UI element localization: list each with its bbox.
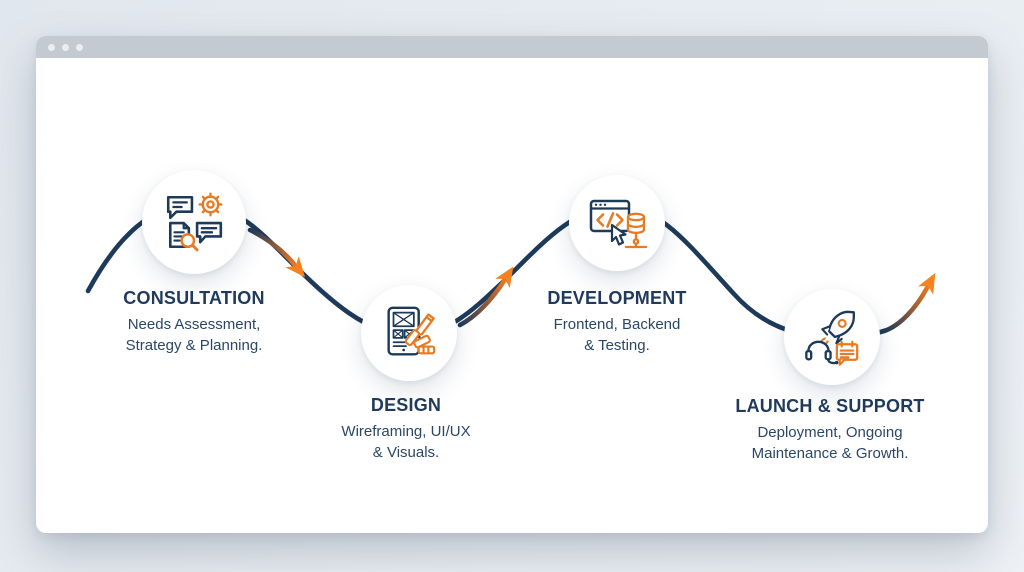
window-dot-icon [76, 43, 83, 51]
stage-title: LAUNCH & SUPPORT [735, 396, 925, 416]
window-dot-icon [48, 43, 55, 51]
stage-development-text: DEVELOPMENT Frontend, Backend & Testing. [507, 288, 727, 357]
stage-launch-support-text: LAUNCH & SUPPORT Deployment, Ongoing Mai… [719, 396, 941, 465]
browser-code-database-cursor-icon [589, 199, 648, 249]
stage-subtitle: Needs Assessment, Strategy & Planning. [125, 316, 263, 355]
rocket-headset-chat-icon [805, 310, 859, 366]
stage-subtitle: Wireframing, UI/UX & Visuals. [341, 423, 471, 462]
tablet-wireframe-pencil-swatches-icon [387, 306, 436, 356]
stage-title: DEVELOPMENT [547, 288, 687, 308]
flow-arrow-3 [881, 272, 936, 334]
chat-bubbles-gear-research-icon [166, 192, 223, 252]
stage-launch-support-circle [784, 289, 880, 385]
stage-subtitle: Deployment, Ongoing Maintenance & Growth… [751, 424, 909, 463]
browser-titlebar [36, 36, 988, 58]
browser-window-card: CONSULTATION Needs Assessment, Strategy … [36, 36, 988, 533]
stage-development-circle [569, 175, 665, 271]
stage-consultation-circle [142, 170, 246, 274]
stage-design-text: DESIGN Wireframing, UI/UX & Visuals. [296, 395, 516, 464]
window-dot-icon [62, 43, 69, 51]
stage-title: CONSULTATION [123, 288, 265, 308]
stage-consultation-text: CONSULTATION Needs Assessment, Strategy … [84, 288, 304, 357]
flow-arrow-1 [247, 227, 306, 278]
stage-title: DESIGN [370, 395, 442, 415]
flow-arrow-2 [457, 266, 514, 328]
stage-subtitle: Frontend, Backend & Testing. [553, 316, 681, 355]
stage-design-circle [361, 285, 457, 381]
